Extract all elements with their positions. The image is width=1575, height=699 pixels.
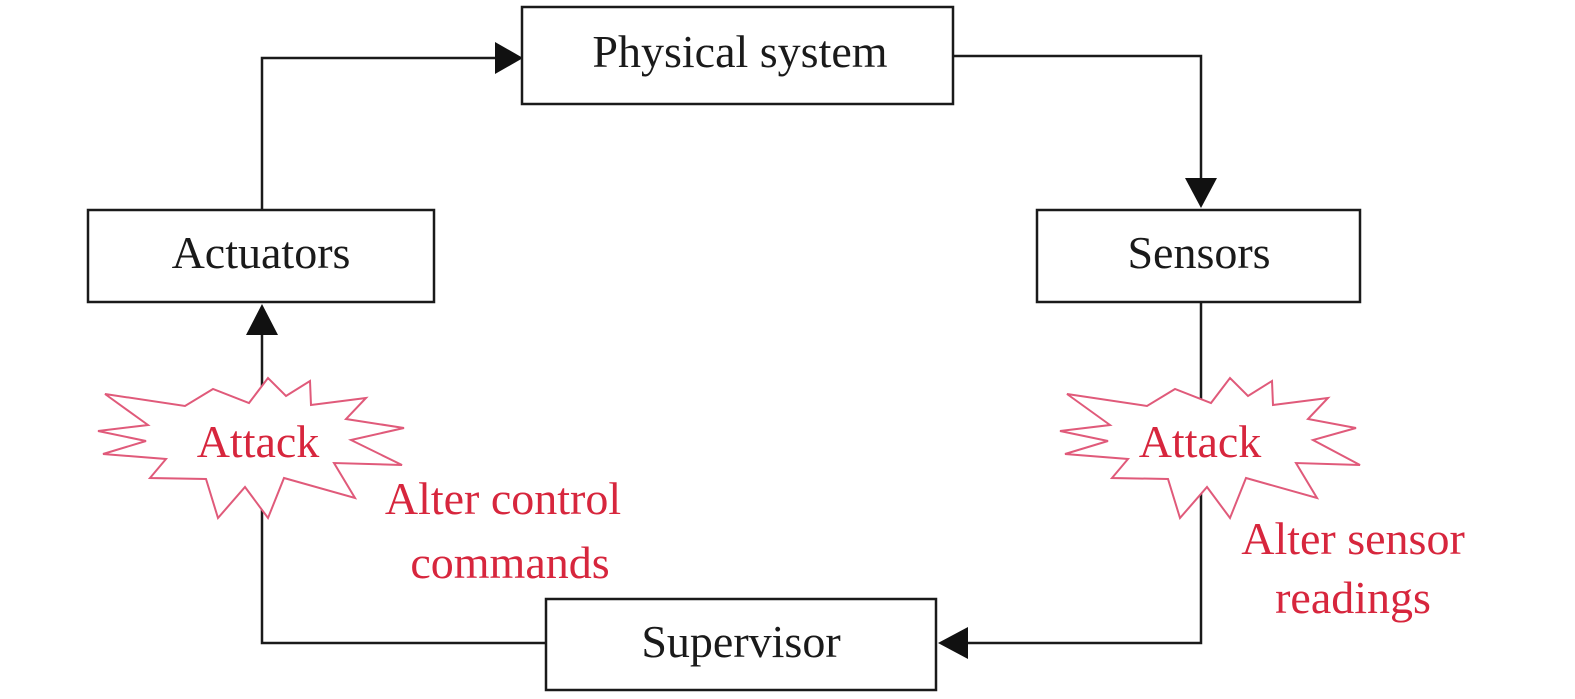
left-attack-burst: Attack [97,376,405,521]
left-annotation-line-1: Alter control [385,473,621,524]
right-attack-burst-icon [1059,376,1361,521]
left-attack-annotation: Alter control commands [385,473,621,588]
physical-system-box: Physical system [520,5,955,106]
connectors [246,42,1217,659]
actuators-box: Actuators [86,208,436,304]
arrowhead-into-supervisor [938,627,968,659]
actuators-label: Actuators [172,227,351,278]
arrowhead-into-sensors [1185,178,1217,208]
physical-system-label: Physical system [592,26,887,77]
sensors-box: Sensors [1035,208,1362,304]
left-annotation-line-2: commands [410,537,609,588]
arrowhead-into-physical-system [495,42,523,74]
connector-physical-system-to-sensors [954,54,1203,178]
arrowhead-into-actuators [246,304,278,335]
left-attack-label: Attack [197,416,320,467]
right-attack-burst: Attack [1059,376,1361,521]
right-attack-label: Attack [1139,416,1262,467]
sensors-label: Sensors [1127,227,1270,278]
right-annotation-line-1: Alter sensor [1241,513,1465,564]
right-annotation-line-2: readings [1275,572,1431,623]
left-attack-burst-icon [97,376,405,521]
supervisor-label: Supervisor [641,616,840,667]
supervisor-box: Supervisor [544,597,938,692]
connector-actuators-to-physical-system [260,56,495,210]
right-attack-annotation: Alter sensor readings [1241,513,1465,623]
